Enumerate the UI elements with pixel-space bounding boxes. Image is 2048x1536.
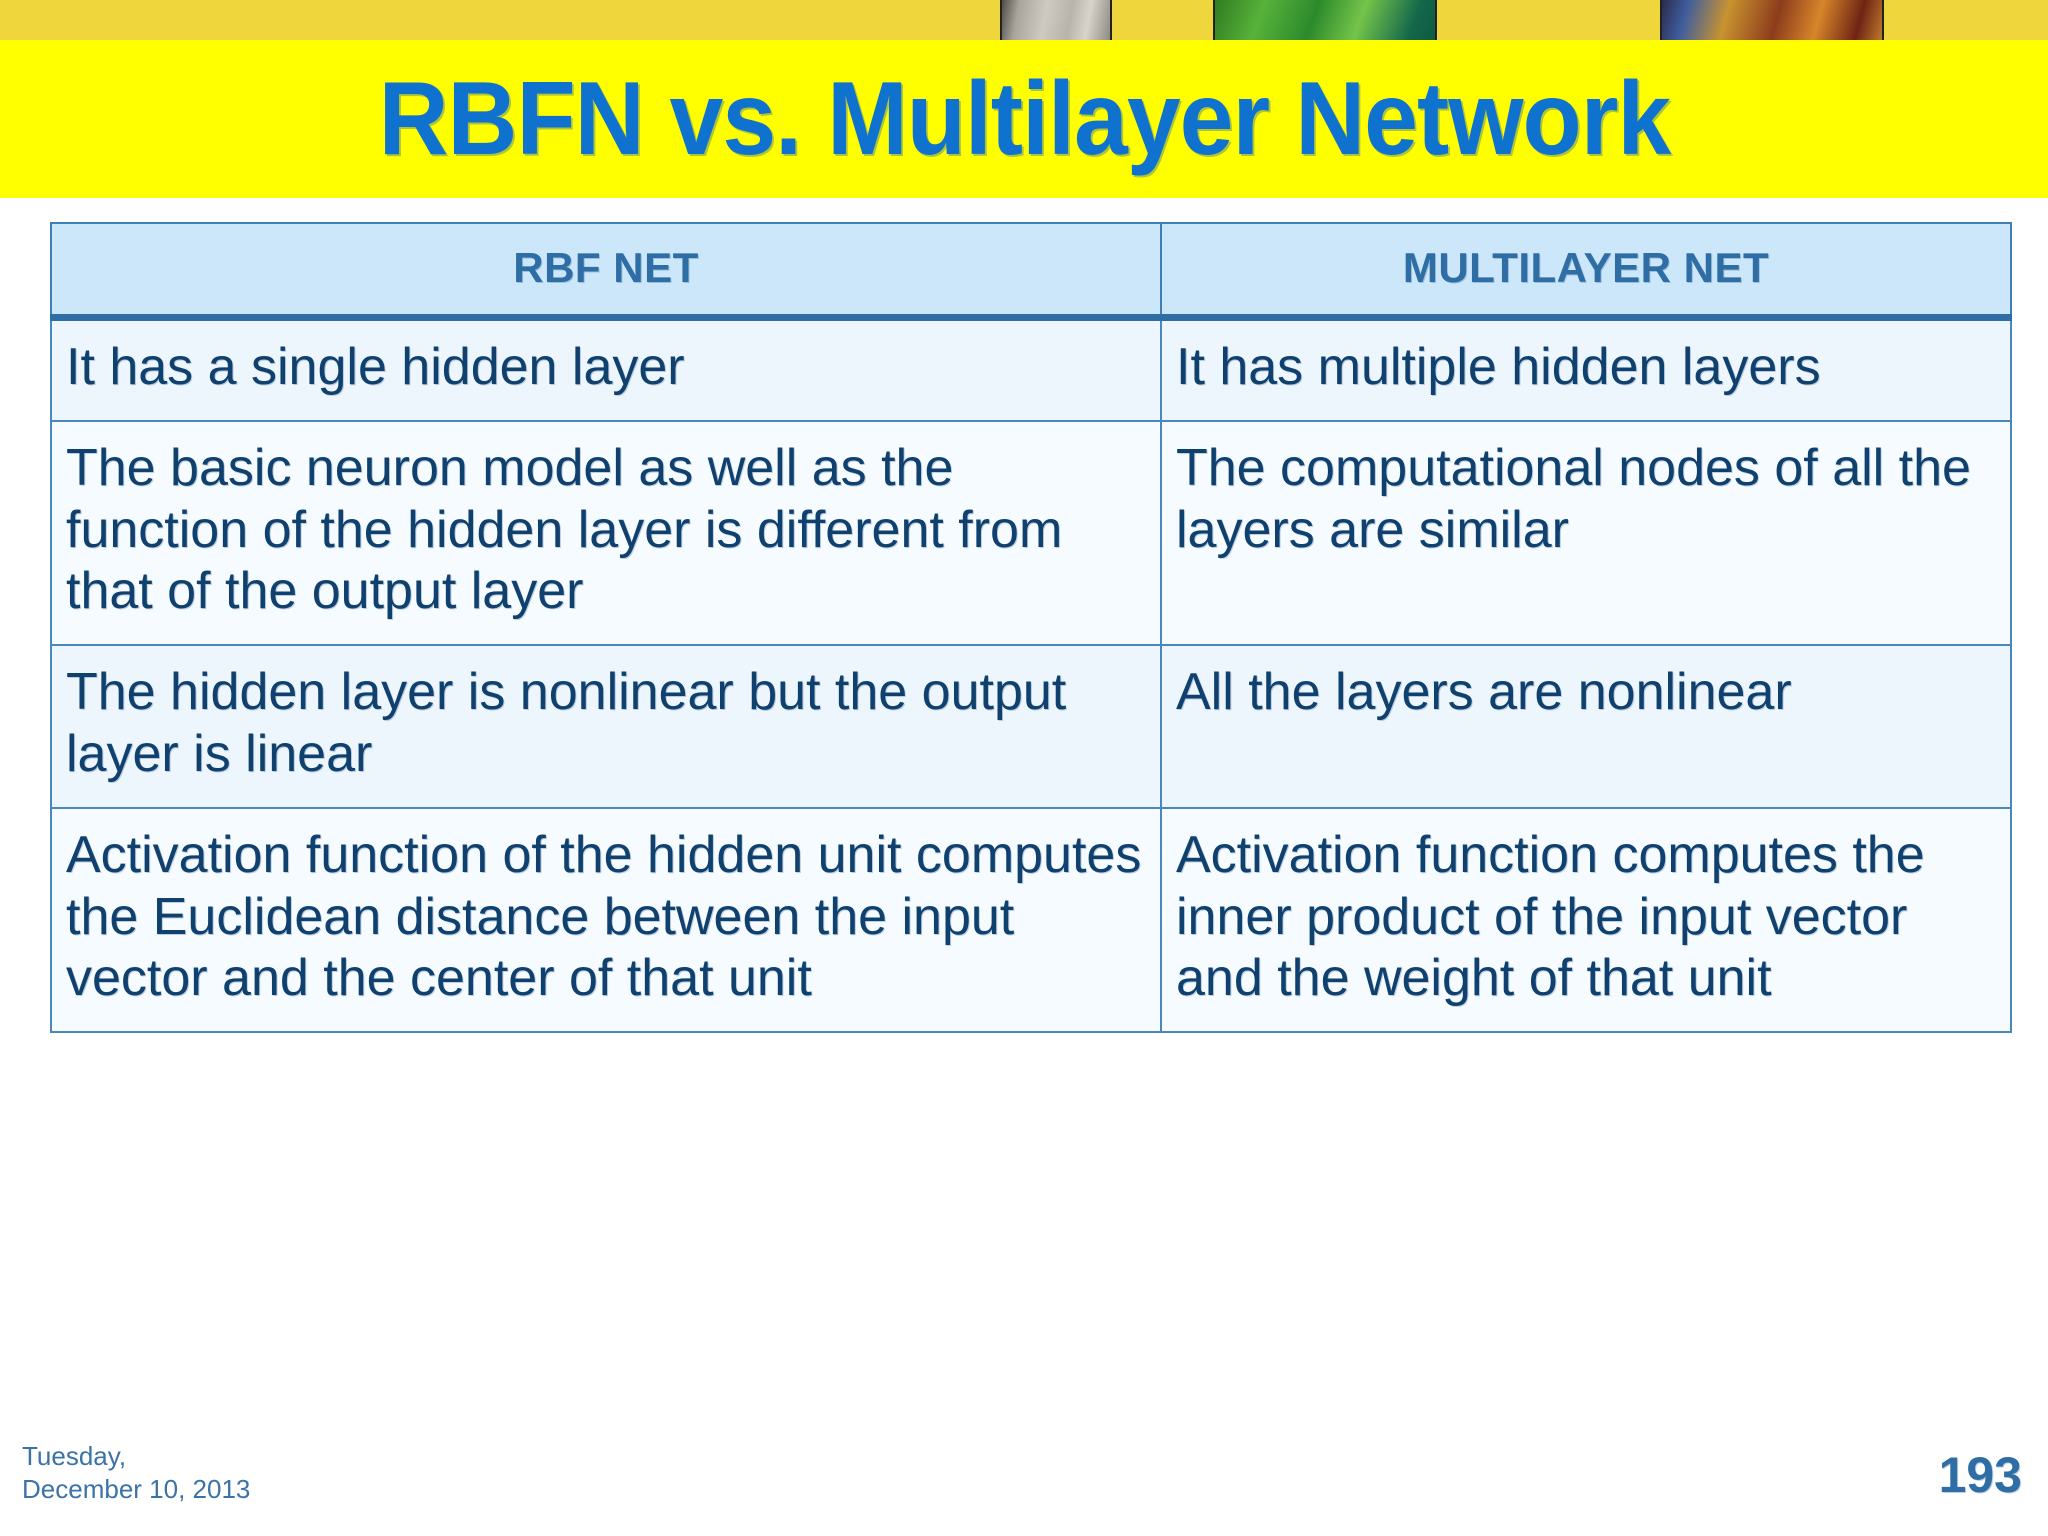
slide-number: 193	[1938, 1447, 2022, 1503]
cell-multilayer-4: Activation function computes the inner p…	[1160, 807, 2012, 1034]
table-header-row: RBF NET MULTILAYER NET	[50, 222, 2012, 321]
cell-text: It has a single hidden layer	[66, 338, 685, 396]
table-row: The basic neuron model as well as the fu…	[50, 420, 2012, 647]
title-banner: RBFN vs. Multilayer Network	[0, 40, 2048, 198]
cell-text: All the layers are nonlinear	[1176, 663, 1792, 722]
comparison-table-container: RBF NET MULTILAYER NET It has a single h…	[50, 222, 2012, 1034]
table-row: The hidden layer is nonlinear but the ou…	[50, 644, 2012, 810]
cell-text: The computational nodes of all the layer…	[1176, 439, 1971, 559]
cell-text: It has multiple hidden layers	[1176, 338, 1821, 396]
footer-date: Tuesday, December 10, 2013	[22, 1440, 250, 1507]
footer-date-line-2: December 10, 2013	[22, 1474, 251, 1505]
cell-rbf-1: It has a single hidden layer	[50, 316, 1162, 423]
column-header-multilayer-net: MULTILAYER NET	[1160, 222, 2012, 321]
photo-thumbnail-1	[1000, 0, 1112, 40]
cell-text: The basic neuron model as well as the fu…	[66, 439, 1063, 621]
table-row: It has a single hidden layer It has mult…	[50, 316, 2012, 423]
cell-multilayer-2: The computational nodes of all the layer…	[1160, 420, 2012, 647]
page-title: RBFN vs. Multilayer Network	[378, 61, 1671, 177]
footer-date-line-1: Tuesday,	[22, 1441, 127, 1471]
rbf-vs-multilayer-table: RBF NET MULTILAYER NET It has a single h…	[50, 222, 2012, 1034]
table-row: Activation function of the hidden unit c…	[50, 807, 2012, 1034]
cell-text: The hidden layer is nonlinear but the ou…	[66, 663, 1067, 783]
cell-multilayer-3: All the layers are nonlinear	[1160, 644, 2012, 810]
cell-rbf-3: The hidden layer is nonlinear but the ou…	[50, 644, 1162, 810]
top-decorative-strip	[0, 0, 2048, 40]
photo-thumbnail-3	[1660, 0, 1884, 40]
column-header-rbf-net: RBF NET	[50, 222, 1162, 321]
photo-thumbnail-2	[1213, 0, 1437, 40]
cell-rbf-2: The basic neuron model as well as the fu…	[50, 420, 1162, 647]
cell-text: Activation function of the hidden unit c…	[66, 826, 1142, 1007]
cell-rbf-4: Activation function of the hidden unit c…	[50, 807, 1162, 1034]
cell-multilayer-1: It has multiple hidden layers	[1160, 316, 2012, 423]
cell-text: Activation function computes the inner p…	[1176, 826, 1925, 1007]
